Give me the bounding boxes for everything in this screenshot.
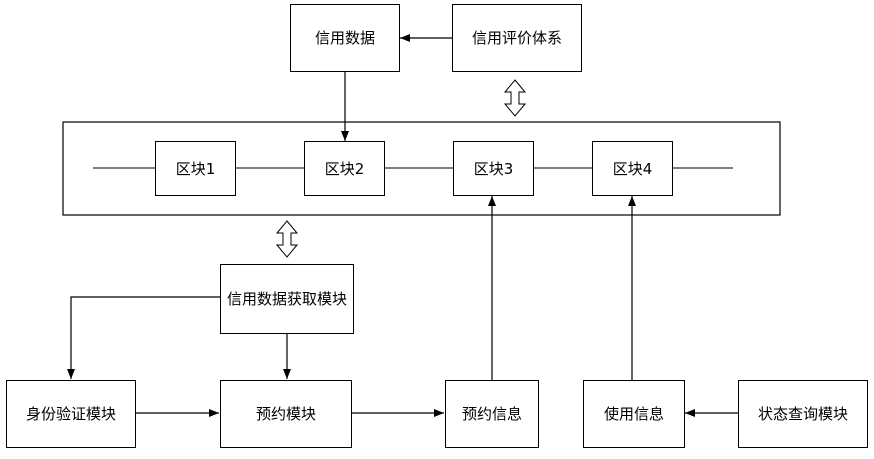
block-3-label: 区块3 <box>473 159 514 178</box>
block-2: 区块2 <box>304 141 385 196</box>
block-3: 区块3 <box>453 141 534 196</box>
reservation-module-label: 预约模块 <box>255 405 316 423</box>
usage-info-box: 使用信息 <box>583 380 685 448</box>
status-query-module-label: 状态查询模块 <box>757 405 848 423</box>
credit-data-label: 信用数据 <box>314 29 375 47</box>
credit-data-box: 信用数据 <box>290 4 400 72</box>
credit-fetch-module-box: 信用数据获取模块 <box>220 264 354 334</box>
block-1: 区块1 <box>155 141 236 196</box>
reservation-info-label: 预约信息 <box>461 405 522 423</box>
credit-eval-box: 信用评价体系 <box>452 4 582 72</box>
arrow-fetch-to-identity <box>67 296 220 379</box>
usage-info-label: 使用信息 <box>603 405 664 423</box>
credit-eval-label: 信用评价体系 <box>471 29 562 47</box>
double-arrow-eval-chain <box>503 79 527 117</box>
reservation-info-box: 预约信息 <box>445 380 539 448</box>
status-query-module-box: 状态查询模块 <box>738 380 868 448</box>
double-arrow-chain-fetch <box>275 220 299 258</box>
block-2-label: 区块2 <box>324 159 365 178</box>
block-4-label: 区块4 <box>612 159 653 178</box>
credit-fetch-module-label: 信用数据获取模块 <box>227 290 348 308</box>
block-1-label: 区块1 <box>175 159 216 178</box>
block-4: 区块4 <box>592 141 673 196</box>
blockchain-container <box>62 121 781 216</box>
identity-module-label: 身份验证模块 <box>25 405 116 423</box>
identity-module-box: 身份验证模块 <box>6 380 136 448</box>
reservation-module-box: 预约模块 <box>220 380 352 448</box>
